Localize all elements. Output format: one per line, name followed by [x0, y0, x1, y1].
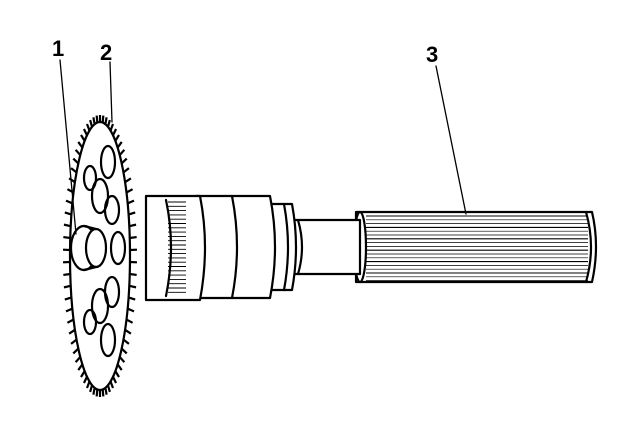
sprocket-tooth [129, 235, 137, 240]
disc-hole [103, 194, 121, 226]
splined-shaft [352, 210, 598, 284]
sprocket-tooth [63, 272, 71, 277]
disc-hole [99, 322, 117, 358]
callout-labels: 1 2 3 [52, 36, 438, 67]
disc-hole [82, 308, 98, 336]
disc-hole [90, 287, 110, 325]
disc-hole [109, 230, 127, 266]
disc-hole [90, 177, 110, 215]
callout-1: 1 [52, 36, 64, 61]
disc-hole [99, 144, 117, 180]
leader-lines [59, 59, 467, 235]
leader-line-2 [109, 61, 113, 123]
shaft-splines [366, 215, 588, 281]
disc-hole [82, 164, 98, 192]
leader-line-3 [435, 65, 467, 215]
hub-body [194, 194, 277, 300]
leader-line-1 [59, 59, 77, 235]
callout-2: 2 [100, 40, 112, 65]
sprocket-disc [62, 115, 138, 397]
sprocket-tooth [63, 235, 71, 240]
smooth-shaft-section [290, 218, 362, 276]
disc-lightening-holes [82, 144, 127, 358]
sprocket-tooth [129, 272, 137, 277]
callout-3: 3 [426, 42, 438, 67]
splined-collar [144, 194, 207, 302]
